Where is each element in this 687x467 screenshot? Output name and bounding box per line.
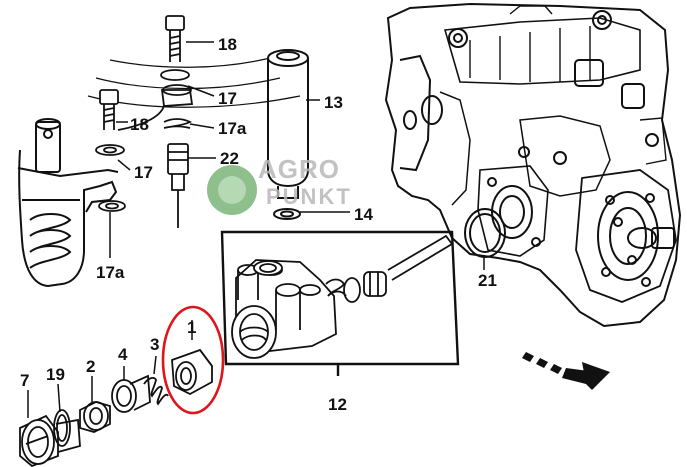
callouts: 18 17 13 18 17a 17 22 14 17a 21 1 3 4 2 …: [20, 35, 497, 414]
callout-1: 1: [187, 318, 196, 337]
callout-12: 12: [328, 395, 347, 414]
callout-22: 22: [220, 149, 239, 168]
pump-housing: [384, 2, 682, 328]
spring-bracket: [17, 118, 119, 288]
watermark-line-2: PUNKT: [266, 184, 352, 209]
plug-assembly: [19, 348, 213, 467]
leader-lines: [27, 41, 485, 418]
plunger-13: [267, 49, 309, 220]
callout-7: 7: [20, 371, 29, 390]
direction-arrow: [522, 352, 610, 390]
callout-17a-upper: 17a: [218, 119, 247, 138]
callout-13: 13: [324, 93, 343, 112]
callout-2: 2: [86, 357, 95, 376]
callout-17-lower: 17: [134, 163, 153, 182]
watermark-line-1: AGRO: [258, 154, 340, 184]
callout-3: 3: [150, 335, 159, 354]
highlight-circle-part-1: [161, 305, 225, 415]
assembly-12-parts: [231, 234, 454, 359]
callout-17-upper: 17: [218, 89, 237, 108]
seal-ring-21: [464, 208, 506, 258]
callout-21: 21: [478, 271, 497, 290]
banjo-bolt-assembly: [95, 15, 194, 228]
assembly-12-box: [220, 230, 460, 376]
agropunkt-watermark: AGRO PUNKT: [207, 154, 352, 215]
callout-19: 19: [46, 365, 65, 384]
callout-18-lower: 18: [130, 115, 149, 134]
callout-14: 14: [354, 205, 373, 224]
callout-17a-lower: 17a: [96, 263, 125, 282]
callout-4: 4: [118, 345, 128, 364]
callout-18-upper: 18: [218, 35, 237, 54]
